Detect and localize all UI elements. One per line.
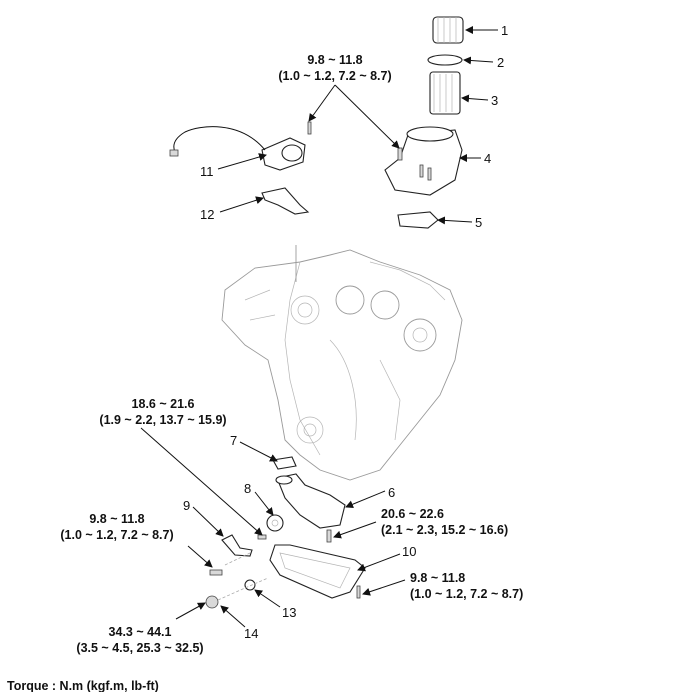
svg-text:20.6 ~ 22.6: 20.6 ~ 22.6	[381, 507, 444, 521]
svg-text:34.3 ~ 44.1: 34.3 ~ 44.1	[109, 625, 172, 639]
oil-filter-element	[429, 71, 461, 115]
callout-13: 13	[282, 605, 296, 620]
callout-9: 9	[183, 498, 190, 513]
torque-sprocket: 18.6 ~ 21.6 (1.9 ~ 2.2, 13.7 ~ 15.9)	[99, 397, 226, 427]
baffle-bolt	[209, 569, 223, 576]
baffle-plate	[221, 534, 253, 557]
callout-14: 14	[244, 626, 258, 641]
oil-cooler-sensor	[169, 121, 312, 171]
svg-text:(1.9 ~ 2.2, 13.7 ~ 15.9): (1.9 ~ 2.2, 13.7 ~ 15.9)	[99, 413, 226, 427]
engine-block	[221, 245, 463, 481]
torque-top: 9.8 ~ 11.8 (1.0 ~ 1.2, 7.2 ~ 8.7)	[278, 53, 391, 83]
housing-gasket	[397, 211, 439, 229]
torque-pump-bolt: 20.6 ~ 22.6 (2.1 ~ 2.3, 15.2 ~ 16.6)	[381, 507, 508, 537]
svg-text:18.6 ~ 21.6: 18.6 ~ 21.6	[132, 397, 195, 411]
svg-text:9.8 ~ 11.8: 9.8 ~ 11.8	[89, 512, 144, 526]
gasket-12	[261, 187, 310, 215]
callout-5: 5	[475, 215, 482, 230]
pan-bolt	[356, 585, 361, 599]
callout-4: 4	[484, 151, 491, 166]
callout-6: 6	[388, 485, 395, 500]
callout-7: 7	[230, 433, 237, 448]
callout-8: 8	[244, 481, 251, 496]
svg-text:9.8 ~ 11.8: 9.8 ~ 11.8	[307, 53, 362, 67]
sprocket-bolt	[257, 534, 267, 540]
svg-text:(3.5 ~ 4.5, 25.3 ~ 32.5): (3.5 ~ 4.5, 25.3 ~ 32.5)	[76, 641, 203, 655]
svg-text:(1.0 ~ 1.2, 7.2 ~ 8.7): (1.0 ~ 1.2, 7.2 ~ 8.7)	[410, 587, 523, 601]
svg-text:(2.1 ~ 2.3, 15.2 ~ 16.6): (2.1 ~ 2.3, 15.2 ~ 16.6)	[381, 523, 508, 537]
leader-lines	[140, 26, 498, 628]
torque-drain-plug: 34.3 ~ 44.1 (3.5 ~ 4.5, 25.3 ~ 32.5)	[76, 625, 203, 655]
callout-10: 10	[402, 544, 416, 559]
pump-gasket	[272, 456, 297, 470]
drain-plug-gasket	[244, 579, 256, 591]
callout-3: 3	[491, 93, 498, 108]
drain-plug	[205, 595, 219, 609]
oil-pan	[269, 544, 366, 599]
pump-sprocket	[266, 514, 284, 532]
callout-12: 12	[200, 207, 214, 222]
callout-2: 2	[497, 55, 504, 70]
o-ring	[427, 54, 463, 66]
callout-11: 11	[200, 164, 214, 179]
oil-filter-cap	[432, 16, 464, 44]
torque-unit-footer: Torque : N.m (kgf.m, lb-ft)	[7, 679, 159, 692]
callout-1: 1	[501, 23, 508, 38]
oil-filter-housing	[384, 126, 463, 196]
torque-left-bolt: 9.8 ~ 11.8 (1.0 ~ 1.2, 7.2 ~ 8.7)	[60, 512, 173, 542]
oil-pump	[275, 473, 346, 543]
svg-text:(1.0 ~ 1.2, 7.2 ~ 8.7): (1.0 ~ 1.2, 7.2 ~ 8.7)	[60, 528, 173, 542]
svg-text:9.8 ~ 11.8: 9.8 ~ 11.8	[410, 571, 465, 585]
svg-text:(1.0 ~ 1.2, 7.2 ~ 8.7): (1.0 ~ 1.2, 7.2 ~ 8.7)	[278, 69, 391, 83]
torque-pan-bolt: 9.8 ~ 11.8 (1.0 ~ 1.2, 7.2 ~ 8.7)	[410, 571, 523, 601]
